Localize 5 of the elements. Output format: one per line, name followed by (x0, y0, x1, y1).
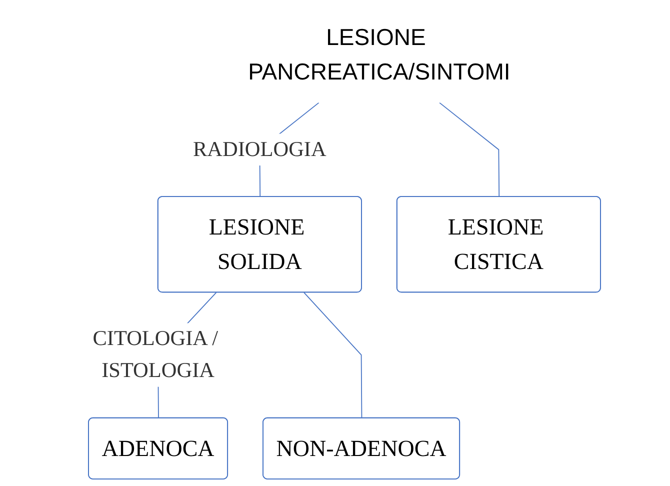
edge-label: RADIOLOGIA (192, 138, 326, 162)
edge-label: CITOLOGIA / ISTOLOGIA (92, 328, 218, 382)
connector (439, 102, 500, 198)
node-text: LESIONE PANCREATICA/SINTOMI (248, 24, 510, 85)
connector (304, 292, 362, 419)
